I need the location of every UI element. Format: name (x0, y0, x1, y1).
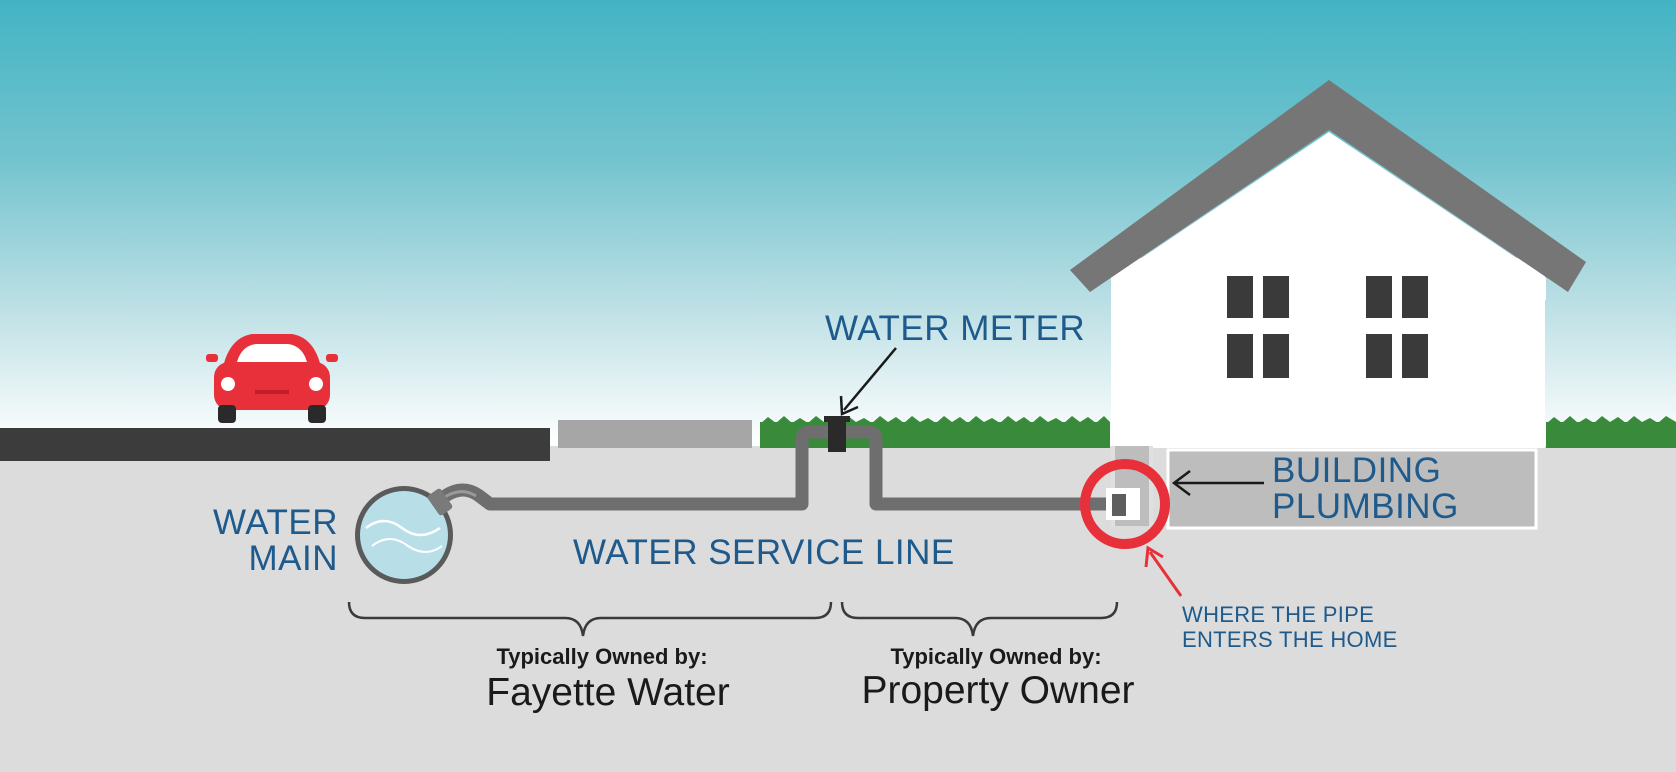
property-owned-heading: Typically Owned by: (890, 644, 1101, 669)
pipe-entry-label-line1: WHERE THE PIPE (1182, 602, 1374, 627)
brace-property (840, 601, 1119, 637)
building-plumbing-label-line1: BUILDING (1272, 451, 1441, 490)
pipe-entry-arrow (1144, 545, 1183, 597)
service-line-label: WATER SERVICE LINE (573, 533, 955, 572)
water-meter-arrow (839, 347, 897, 416)
property-owner-name: Property Owner (861, 669, 1134, 712)
pipe-entry-label-line2: ENTERS THE HOME (1182, 627, 1398, 652)
brace-fayette (347, 601, 833, 637)
house (1070, 80, 1586, 530)
roof (1070, 80, 1586, 292)
water-main-label-line1: WATER (213, 503, 338, 542)
car-icon (206, 334, 338, 423)
basement (1166, 448, 1538, 530)
window-left (1227, 276, 1289, 378)
fayette-owner-name: Fayette Water (486, 671, 729, 714)
water-main-icon (355, 486, 453, 584)
pipe-entry-highlight (1080, 459, 1170, 549)
sidewalk (558, 420, 752, 448)
building-plumbing-arrow (1171, 470, 1264, 496)
building-plumbing-label-line2: PLUMBING (1272, 487, 1459, 526)
fayette-owned-heading: Typically Owned by: (496, 644, 707, 669)
road (0, 428, 550, 461)
water-meter-icon (824, 416, 850, 452)
service-line-pipe (427, 425, 1122, 516)
water-main-label-line2: MAIN (249, 539, 339, 578)
grass-right (1546, 416, 1676, 448)
water-meter-label: WATER METER (825, 309, 1085, 348)
window-right (1366, 276, 1428, 378)
